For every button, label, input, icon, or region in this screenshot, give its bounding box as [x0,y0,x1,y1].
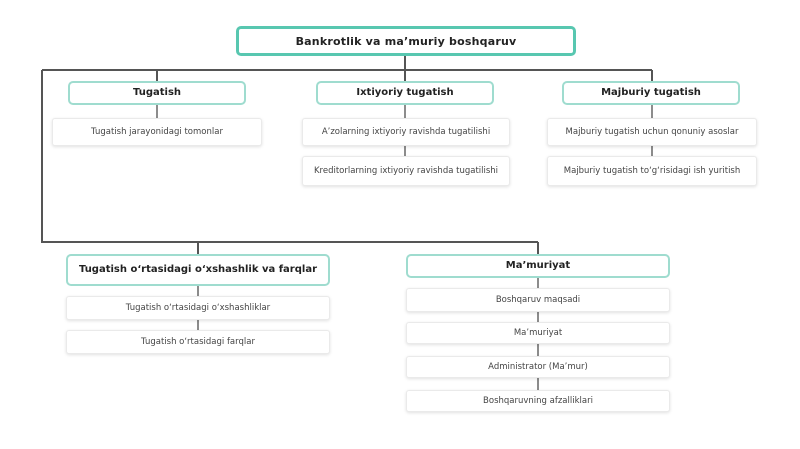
item-boshqaruv-maqsadi: Boshqaruv maqsadi [406,288,670,312]
item-farqlar: Tugatish o‘rtasidagi farqlar [66,330,330,354]
item-boshqaruv-afzalliklari: Boshqaruvning afzalliklari [406,390,670,412]
item-tugatish-tomonlar: Tugatish jarayonidagi tomonlar [52,118,262,146]
item-majburiy-ish-yuritish: Majburiy tugatish to‘g‘risidagi ish yuri… [547,156,757,186]
root-node: Bankrotlik va ma’muriy boshqaruv [236,26,576,56]
item-mamuriyat: Ma’muriyat [406,322,670,344]
item-oxshashliklar: Tugatish o‘rtasidagi o‘xshashliklar [66,296,330,320]
connector-bottom-bus [41,70,538,243]
group-oxshashlik-farqlar: Tugatish o‘rtasidagi o‘xshashlik va farq… [66,254,330,286]
item-azolar-ixtiyoriy: A’zolarning ixtiyoriy ravishda tugatilis… [302,118,510,146]
group-majburiy-tugatish: Majburiy tugatish [562,81,740,105]
group-ixtiyoriy-tugatish: Ixtiyoriy tugatish [316,81,494,105]
group-tugatish: Tugatish [68,81,246,105]
item-administrator: Administrator (Ma’mur) [406,356,670,378]
item-kreditorlar-ixtiyoriy: Kreditorlarning ixtiyoriy ravishda tugat… [302,156,510,186]
item-majburiy-asoslar: Majburiy tugatish uchun qonuniy asoslar [547,118,757,146]
group-mamuriyat: Ma’muriyat [406,254,670,278]
connector-root-bus [42,55,652,71]
